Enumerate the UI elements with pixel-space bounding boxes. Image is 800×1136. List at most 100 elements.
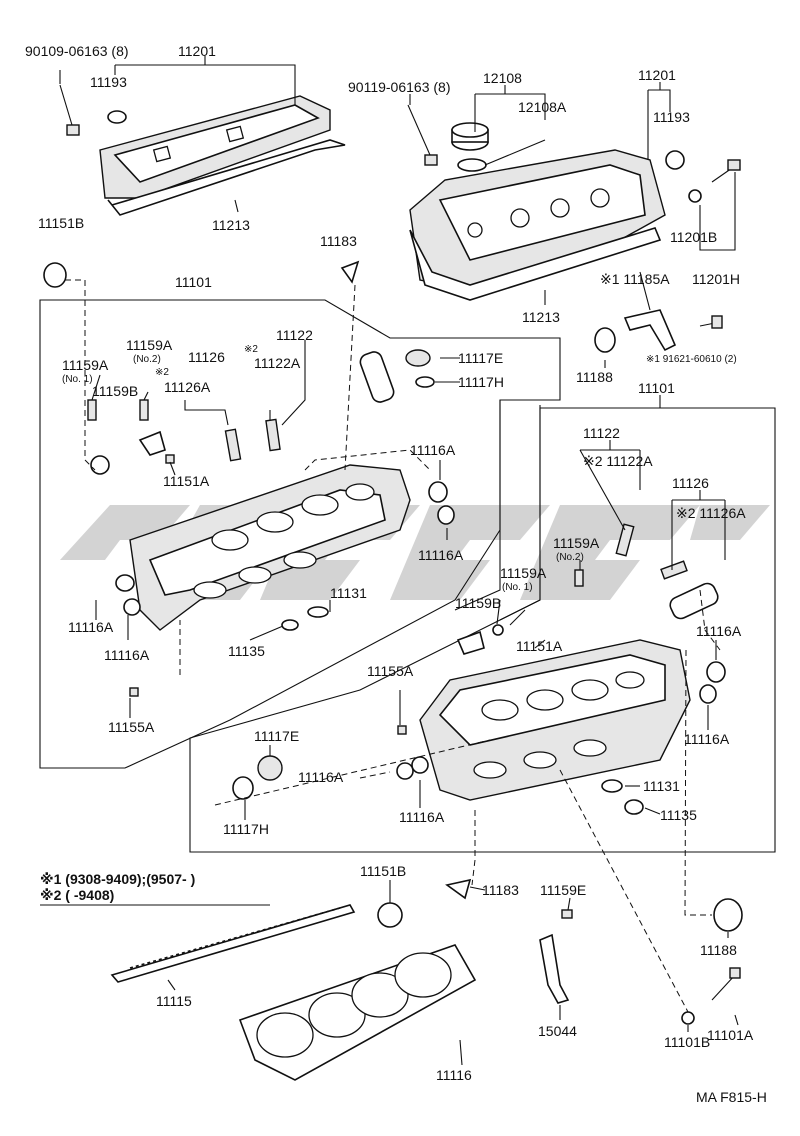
label-11201H: 11201H	[692, 271, 740, 287]
label-12108: 12108	[483, 70, 522, 86]
bracket-11185A	[623, 309, 677, 352]
seal-11117H-bottom	[232, 776, 254, 800]
label-11116A-mid2: 11116A	[418, 547, 464, 563]
bolt-11201H	[711, 159, 741, 183]
label-11126-right: 11126	[672, 475, 709, 491]
label-11159B-right: 11159B	[455, 595, 501, 611]
washer-11101B	[681, 1011, 695, 1025]
label-no1-left: (No. 1)	[62, 374, 93, 385]
plug-tube-left	[359, 351, 395, 403]
note-1: ※1 (9308-9409);(9507- )	[40, 871, 195, 887]
guide-11122-left	[265, 418, 281, 452]
label-11122-left: 11122	[276, 327, 313, 343]
label-11151B-bottom: 11151B	[360, 863, 406, 879]
label-no2-right: (No.2)	[556, 552, 584, 563]
label-11122A-right: ※2 11122A	[583, 453, 653, 469]
label-11155A-left: 11155A	[108, 719, 155, 735]
label-11155A-right: 11155A	[367, 663, 414, 679]
gasket-11193-left	[107, 110, 127, 124]
label-11159A-no1-right: 11159A	[500, 565, 547, 581]
label-11101-right: 11101	[638, 380, 675, 396]
seal-11116A-left2	[123, 598, 141, 616]
seal-11116A-left1	[115, 574, 135, 592]
seal-11117H-top	[415, 376, 435, 388]
bolt-11159A-no1-left	[87, 399, 97, 421]
label-11116A-bottom1: 11116A	[298, 769, 344, 785]
seal-11116A-bottom1	[396, 762, 414, 780]
bolt-11159A-no2-left	[139, 399, 149, 421]
seal-11151B-top	[43, 262, 67, 288]
label-11201-left: 11201	[178, 43, 216, 59]
label-no1-right: (No. 1)	[502, 582, 533, 593]
plug-11155A-right	[397, 725, 407, 735]
label-11122-right: 11122	[583, 425, 620, 441]
guide-11126-left	[224, 428, 242, 462]
seal-11116A-right1	[706, 661, 726, 683]
label-11101-left: 11101	[175, 274, 212, 290]
label-11131-left: 11131	[330, 585, 367, 601]
label-11151A-left: 11151A	[163, 473, 210, 489]
seal-11116A-right2	[699, 684, 717, 704]
valve-cover-right	[409, 149, 666, 301]
plug-11155A-left	[129, 687, 139, 697]
label-11116A-right2: 11116A	[684, 731, 730, 747]
label-11101A: 11101A	[707, 1027, 754, 1043]
seal-11116A-bottom2	[411, 756, 429, 774]
bolt-90109	[59, 84, 80, 136]
label-11193-left: 11193	[90, 74, 127, 90]
plug-11117E-top	[405, 349, 431, 367]
note-2: ※2 ( -9408)	[40, 887, 114, 903]
label-11135-right: 11135	[660, 807, 697, 823]
plug-11183-bottom	[445, 878, 472, 900]
label-11188-top: 11188	[576, 369, 613, 385]
label-11201-right: 11201	[638, 67, 676, 83]
ring-11131-right	[601, 779, 623, 793]
label-90119: 90119-06163 (8)	[348, 79, 450, 95]
label-11116: 11116	[436, 1067, 472, 1083]
label-no2-left: (No.2)	[133, 354, 161, 365]
bracket-15044	[539, 909, 573, 1004]
gasket-11115	[110, 904, 356, 983]
label-11115: 11115	[156, 993, 192, 1009]
label-11159A-no1-left: 11159A	[62, 357, 109, 373]
part-labels: 90109-06163 (8) 11201 11193 11213 11151B…	[25, 43, 767, 1105]
label-11183-bottom: 11183	[482, 882, 519, 898]
label-11117E-bottom: 11117E	[254, 728, 299, 744]
label-11117H-bottom: 11117H	[223, 821, 269, 837]
label-11135-left: 11135	[228, 643, 265, 659]
seal-11116A-mid1	[428, 481, 448, 503]
plug-tube-right	[669, 582, 719, 620]
label-12108A: 12108A	[518, 99, 567, 115]
leader-lines	[40, 56, 739, 1066]
label-11126A-left: 11126A	[164, 379, 211, 395]
lifter-left	[90, 455, 110, 475]
gasket-11193-right	[665, 150, 685, 170]
oil-filler-cap-12108	[451, 122, 489, 172]
cylinder-head-right	[419, 639, 691, 801]
figure-code: MA F815-H	[696, 1089, 767, 1105]
label-11213-right: 11213	[522, 309, 560, 325]
label-star2-b: ※2	[244, 344, 258, 355]
label-11201B-right: 11201B	[670, 229, 717, 245]
bolt-11101A	[711, 967, 741, 1001]
head-gasket-11116	[238, 944, 477, 1081]
label-11117E-top: 11117E	[458, 350, 503, 366]
plug-11188-top	[594, 327, 616, 353]
label-15044: 15044	[538, 1023, 577, 1039]
valve-cover-left	[99, 95, 346, 216]
label-11126-left: 11126	[188, 349, 225, 365]
label-star2-a: ※2	[155, 367, 169, 378]
label-90109: 90109-06163 (8)	[25, 43, 129, 59]
guide-11126-right	[660, 560, 688, 580]
plug-11183-top	[340, 260, 360, 284]
label-11122A-left: 11122A	[254, 355, 301, 371]
label-11117H-top: 11117H	[458, 374, 504, 390]
rocker-right	[456, 630, 485, 655]
guide-11122-right	[615, 523, 635, 557]
bolt-90119	[407, 104, 438, 166]
cylinder-head-left	[129, 464, 411, 631]
label-11159E: 11159E	[540, 882, 586, 898]
label-11131-right: 11131	[643, 778, 680, 794]
label-11159B-left: 11159B	[92, 383, 138, 399]
label-11116A-right1: 11116A	[696, 623, 742, 639]
